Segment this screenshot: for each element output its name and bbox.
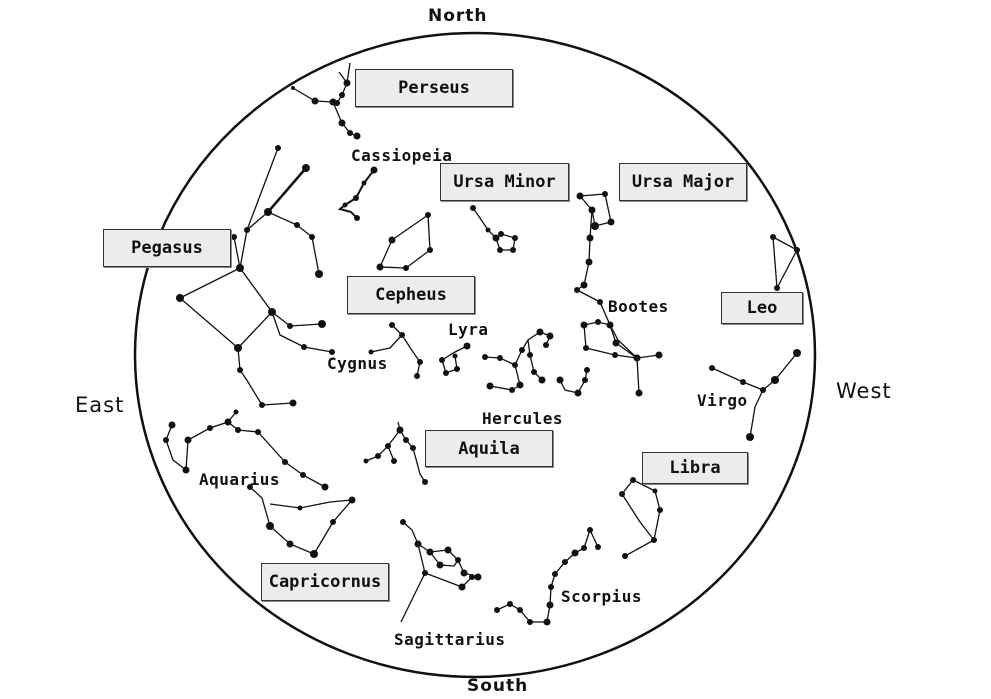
perseus-label: Perseus	[355, 69, 513, 107]
lyra-label: Lyra	[448, 320, 489, 339]
hercules-lines	[484, 331, 588, 394]
capricornus-lines	[249, 486, 354, 555]
ursa-major-lines	[575, 193, 660, 359]
aquarius-label: Aquarius	[199, 470, 281, 489]
cepheus-lines	[379, 213, 431, 269]
scorpius-lines	[496, 528, 599, 623]
cassiopeia-label: Cassiopeia	[351, 146, 453, 165]
cassiopeia-lines	[337, 169, 375, 219]
horizon-circle	[133, 31, 817, 679]
sagittarius-label: Sagittarius	[394, 630, 506, 649]
leo-label: Leo	[721, 292, 803, 324]
cygnus-lines	[370, 324, 421, 377]
capricornus-label: Capricornus	[261, 563, 389, 601]
perseus-lines	[292, 62, 358, 137]
west-label: West	[836, 379, 892, 403]
ursa-minor-lines	[472, 207, 516, 251]
south-label: South	[467, 676, 529, 696]
stars	[163, 79, 801, 626]
virgo-label: Virgo	[697, 391, 748, 410]
east-label: East	[75, 393, 125, 417]
ursa-major-label: Ursa Major	[619, 163, 747, 201]
aquila-lines	[365, 421, 426, 483]
libra-label: Libra	[642, 452, 748, 484]
libra-lines	[621, 479, 661, 557]
cygnus-label: Cygnus	[327, 354, 388, 373]
bootes-label: Bootes	[608, 297, 669, 316]
pegasus-lines	[178, 147, 333, 406]
scorpius-label: Scorpius	[561, 587, 643, 606]
north-label: North	[428, 6, 488, 26]
pegasus-label: Pegasus	[103, 229, 231, 267]
cepheus-label: Cepheus	[347, 276, 475, 314]
hercules-label: Hercules	[482, 409, 564, 428]
bootes-lines	[583, 321, 640, 394]
leo-lines	[772, 236, 798, 291]
aquila-label: Aquila	[425, 430, 553, 467]
ursa-minor-label: Ursa Minor	[440, 163, 569, 201]
